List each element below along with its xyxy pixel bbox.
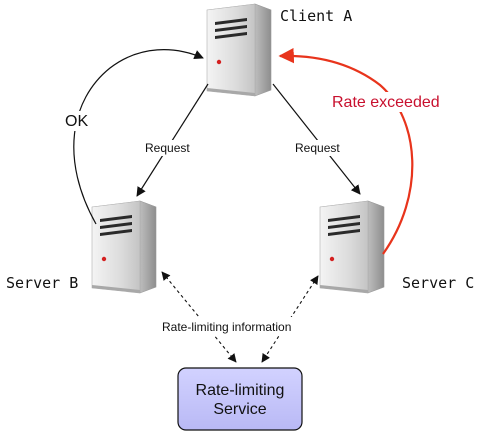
rate-exceeded-label-bg xyxy=(330,92,442,112)
info-edge-right xyxy=(261,275,319,363)
request-right-label-bg xyxy=(290,140,342,156)
request-edge-right xyxy=(272,83,361,195)
request-left-label: Request xyxy=(145,141,190,155)
info-edge-left xyxy=(161,271,237,363)
info-label-bg xyxy=(158,317,322,335)
ok-label-bg xyxy=(60,111,92,131)
request-right-label: Request xyxy=(295,141,340,155)
rate-limiting-service-node: Rate-limiting Service xyxy=(177,367,303,431)
server-tower-icon xyxy=(91,200,157,294)
rate-limiting-info-label: Rate-limiting information xyxy=(162,320,291,334)
client-a-label: Client A xyxy=(280,7,352,25)
service-label-line1: Rate-limiting xyxy=(196,382,285,399)
server-c-label: Server C xyxy=(402,274,474,292)
server-b-node: Server B xyxy=(6,200,157,294)
rate-exceeded-label: Rate exceeded xyxy=(332,94,440,111)
server-c-node: Server C xyxy=(319,200,474,294)
client-a-node: Client A xyxy=(206,3,352,97)
service-box xyxy=(177,367,303,431)
ok-label: OK xyxy=(65,113,88,130)
server-b-label: Server B xyxy=(6,274,78,292)
server-tower-icon xyxy=(206,3,272,97)
server-tower-icon xyxy=(319,200,385,294)
request-left-label-bg xyxy=(140,140,192,156)
ok-edge xyxy=(73,49,204,225)
service-label-line2: Service xyxy=(213,401,266,418)
